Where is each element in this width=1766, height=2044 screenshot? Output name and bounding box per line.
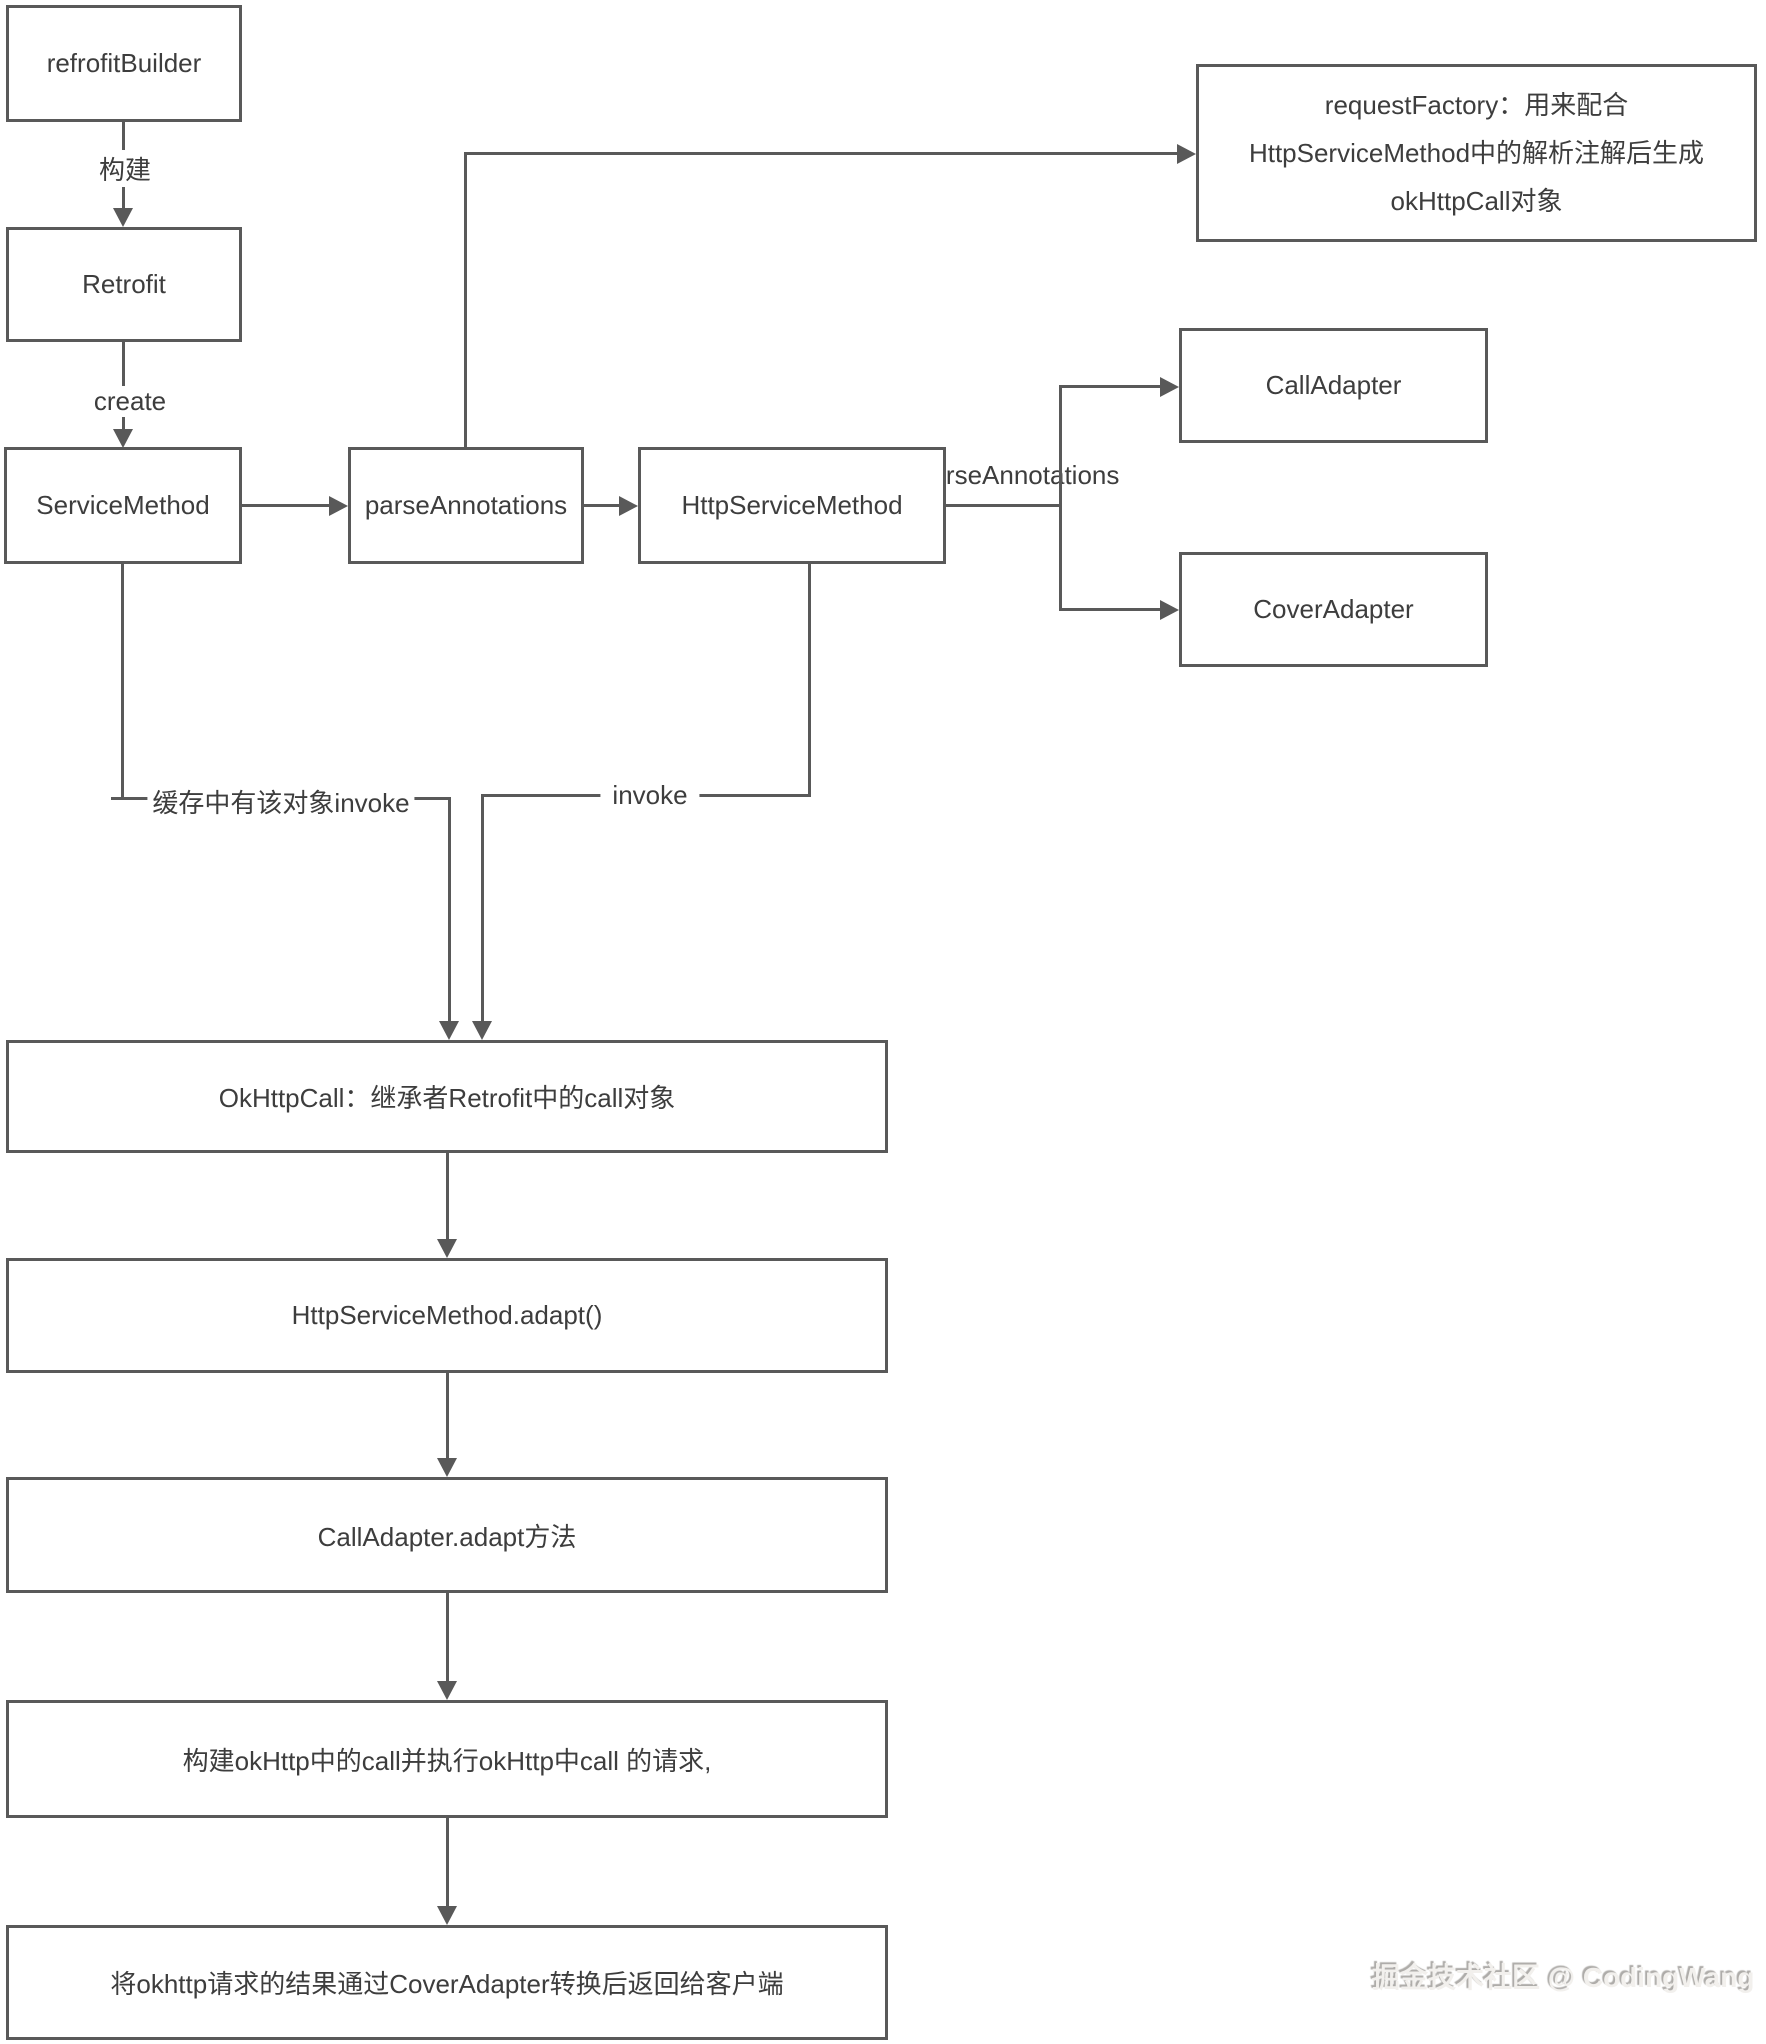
connector-line — [1059, 608, 1162, 611]
arrowhead-right-icon — [1160, 600, 1179, 620]
node-service-method: ServiceMethod — [4, 447, 242, 564]
connector-line — [446, 1373, 449, 1460]
node-cover-adapter: CoverAdapter — [1179, 552, 1488, 667]
node-label-line: HttpServiceMethod中的解析注解后生成 — [1248, 138, 1705, 168]
node-label: 将okhttp请求的结果通过CoverAdapter转换后返回给客户端 — [110, 1969, 784, 1999]
connector-line — [584, 504, 622, 507]
connector-line — [464, 152, 1178, 155]
node-label: ServiceMethod — [36, 490, 210, 520]
arrowhead-down-icon — [472, 1021, 492, 1040]
node-request-factory: requestFactory：用来配合 HttpServiceMethod中的解… — [1196, 64, 1757, 242]
edge-label-cache-invoke: 缓存中有该对象invoke — [147, 783, 415, 820]
node-label: OkHttpCall：继承者Retrofit中的call对象 — [218, 1083, 676, 1113]
arrowhead-right-icon — [1177, 144, 1196, 164]
arrowhead-right-icon — [619, 496, 638, 516]
arrowhead-down-icon — [437, 1458, 457, 1477]
edge-label-invoke: invoke — [600, 780, 700, 811]
connector-line — [1059, 385, 1162, 388]
node-label: parseAnnotations — [364, 490, 568, 520]
edge-label-create: create — [88, 386, 172, 417]
connector-line — [481, 794, 484, 1024]
connector-line — [944, 504, 1062, 507]
node-ok-http-call: OkHttpCall：继承者Retrofit中的call对象 — [6, 1040, 888, 1153]
edge-label-parse-annotations: parseAnnotations — [917, 460, 1120, 490]
node-label-line: okHttpCall对象 — [1390, 186, 1563, 216]
node-http-service-method: HttpServiceMethod — [638, 447, 946, 564]
connector-line — [448, 797, 451, 1024]
node-label: Retrofit — [82, 269, 166, 299]
node-label: CallAdapter — [1265, 370, 1402, 400]
arrowhead-down-icon — [437, 1239, 457, 1258]
connector-line — [446, 1153, 449, 1241]
arrowhead-down-icon — [439, 1021, 459, 1040]
node-label: 构建okHttp中的call并执行okHttp中call 的请求, — [182, 1745, 712, 1776]
connector-line — [446, 1818, 449, 1908]
node-label-line: requestFactory：用来配合 — [1324, 90, 1629, 120]
node-label: CallAdapter.adapt方法 — [317, 1521, 577, 1552]
arrowhead-down-icon — [113, 208, 133, 227]
node-http-service-method-adapt: HttpServiceMethod.adapt() — [6, 1258, 888, 1373]
connector-line — [464, 152, 467, 448]
node-return-result: 将okhttp请求的结果通过CoverAdapter转换后返回给客户端 — [6, 1925, 888, 2040]
watermark: 掘金技术社区 @ CodingWang — [1372, 1962, 1755, 1993]
arrowhead-right-icon — [1160, 377, 1179, 397]
arrowhead-down-icon — [437, 1906, 457, 1925]
arrowhead-down-icon — [437, 1681, 457, 1700]
edge-label-build: 构建 — [93, 150, 157, 187]
node-label: refrofitBuilder — [46, 48, 202, 78]
connector-line — [121, 564, 124, 800]
node-label: HttpServiceMethod.adapt() — [291, 1300, 603, 1330]
arrowhead-down-icon — [113, 429, 133, 448]
connector-line — [446, 1593, 449, 1683]
node-retrofit: Retrofit — [6, 227, 242, 342]
node-call-adapter: CallAdapter — [1179, 328, 1488, 443]
node-refrofit-builder: refrofitBuilder — [6, 5, 242, 122]
node-parse-annotations: parseAnnotations — [348, 447, 584, 564]
connector-line — [808, 564, 811, 797]
node-call-adapter-adapt: CallAdapter.adapt方法 — [6, 1477, 888, 1593]
connector-line — [1059, 385, 1062, 611]
arrowhead-right-icon — [329, 496, 348, 516]
connector-line — [242, 504, 332, 507]
node-label: CoverAdapter — [1253, 594, 1414, 624]
node-build-okhttp-call: 构建okHttp中的call并执行okHttp中call 的请求, — [6, 1700, 888, 1818]
node-label: HttpServiceMethod — [681, 490, 903, 520]
